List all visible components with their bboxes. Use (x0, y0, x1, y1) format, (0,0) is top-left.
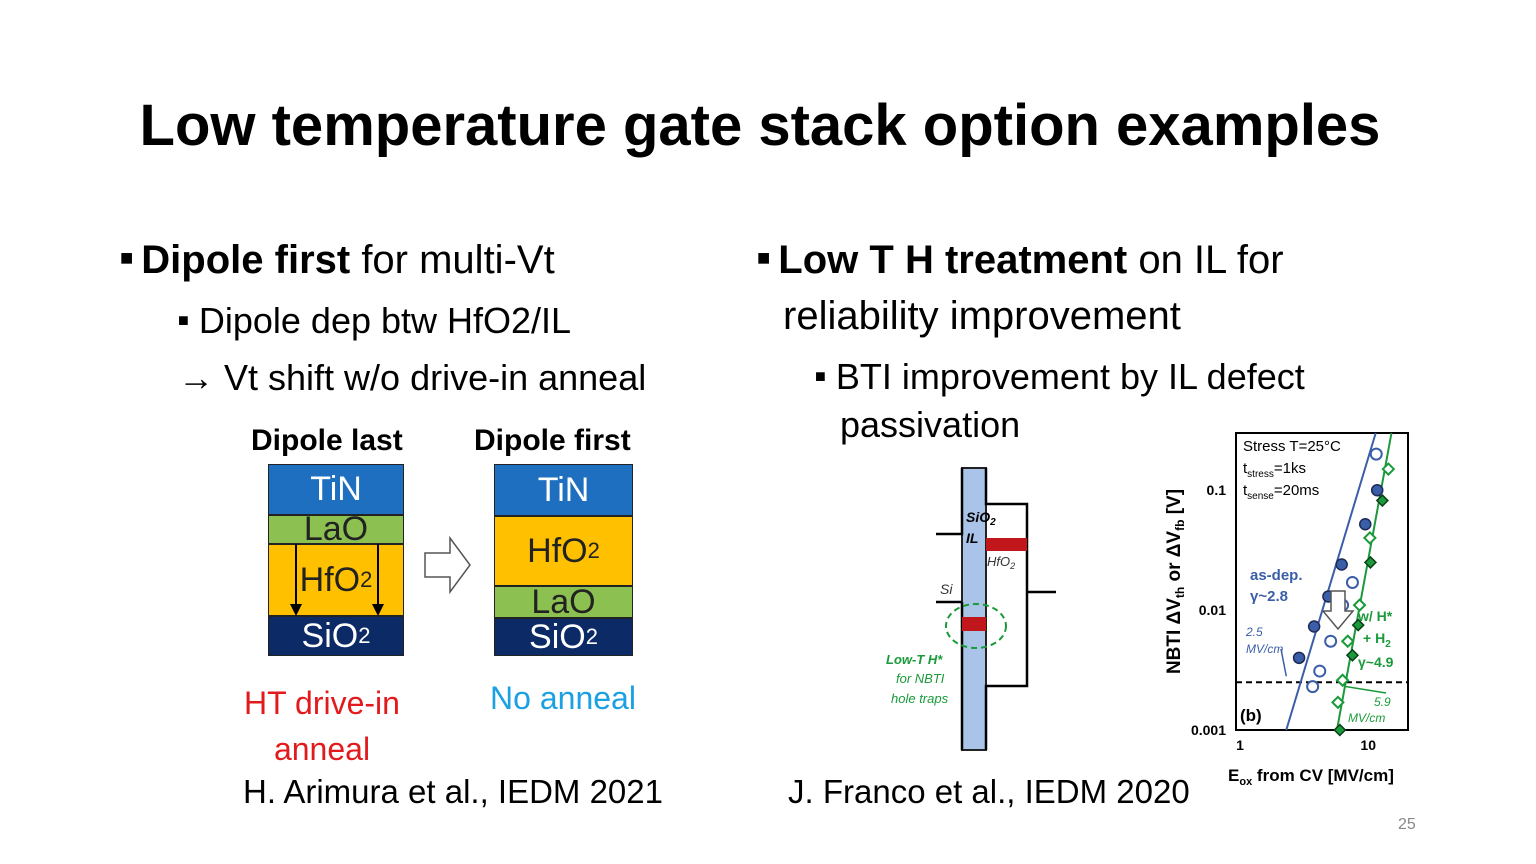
caption-ht-anneal: HT drive-in anneal (244, 685, 400, 767)
x-tick-label: 10 (1360, 737, 1376, 753)
header-dipole-first: Dipole first (474, 424, 631, 457)
right-bullet-bold: Low T H treatment (778, 238, 1128, 282)
data-point (1335, 673, 1350, 688)
data-point (1363, 555, 1378, 569)
plot-frame (1235, 432, 1409, 731)
layer-tin: TiN (494, 464, 633, 516)
y-tick-label: 0.001 (1191, 722, 1226, 738)
header-dipole-last: Dipole last (251, 424, 403, 457)
annotation-e-green: 5.9 (1374, 695, 1391, 709)
data-point (1369, 447, 1383, 461)
right-bullet: ■ Low T H treatment on IL for (757, 238, 1284, 283)
reference-left: H. Arimura et al., IEDM 2021 (243, 773, 663, 810)
annotation-wh: w/ H* (1357, 608, 1393, 624)
svg-text:for NBTI: for NBTI (896, 671, 945, 686)
data-point (1333, 723, 1347, 737)
left-bullet-bold: Dipole first (141, 238, 351, 282)
right-sub1: ■ BTI improvement by IL defect (815, 356, 1305, 398)
x-tick-label: 1 (1236, 737, 1244, 753)
data-point (1345, 575, 1359, 589)
data-point (1335, 558, 1348, 571)
data-point (1330, 695, 1345, 710)
annotation-asdep: as-dep. (1250, 567, 1303, 584)
right-bullet-line2: reliability improvement (783, 294, 1181, 338)
right-sub1-line2: passivation (840, 404, 1021, 445)
data-point (1359, 518, 1372, 531)
left-sub1-text: Dipole dep btw HfO2/IL (198, 300, 572, 341)
left-bullet-rest: for multi-Vt (350, 238, 555, 282)
y-axis-label: NBTI ΔVth or ΔVfb [V] (1164, 489, 1187, 674)
band-diagram: SiO2 IL HfO2 Si Low-T H* for NBTI hole t… (886, 467, 1056, 751)
panel-label: (b) (1240, 706, 1262, 725)
layer-lao: LaO (268, 510, 404, 548)
fit-line (1285, 432, 1377, 731)
data-point (1292, 651, 1306, 665)
page-number: 25 (1398, 816, 1416, 833)
data-point (1340, 634, 1355, 649)
bullet-square-icon: ■ (815, 366, 826, 386)
annotation-e-green-unit: MV/cm (1348, 711, 1385, 725)
data-point (1345, 648, 1360, 662)
data-point (1313, 664, 1327, 678)
pointer-arrow (1280, 648, 1288, 677)
right-sub1-text: BTI improvement by IL defect (835, 356, 1305, 397)
left-sub2: → Vt shift w/o drive-in anneal (178, 357, 647, 398)
diffusion-arrows-icon (290, 544, 384, 616)
bullet-square-icon: ■ (757, 245, 771, 270)
il-trap-bar (962, 617, 986, 631)
svg-text:HfO2: HfO2 (987, 554, 1015, 571)
x-axis-label: Eox from CV [MV/cm] (1228, 766, 1394, 788)
left-sub1: ■ Dipole dep btw HfO2/IL (178, 300, 571, 342)
trap-circle (945, 603, 1007, 649)
bullet-square-icon: ■ (178, 310, 189, 330)
annotation-gamma-blue: γ~2.8 (1250, 588, 1288, 605)
annotation-e-blue: 2.5 (1245, 625, 1263, 639)
data-point (1306, 680, 1320, 694)
bullet-square-icon: ■ (120, 245, 134, 270)
layer-lao: LaO (494, 583, 633, 621)
svg-text:Si: Si (940, 581, 953, 597)
svg-text:SiO2: SiO2 (966, 509, 996, 528)
data-point (1370, 483, 1384, 497)
annotation-stress-t: Stress T=25°C (1243, 438, 1341, 455)
fit-line (1335, 432, 1393, 731)
annotation-t-stress: tstress=1ks (1243, 460, 1306, 480)
svg-text:hole traps: hole traps (891, 691, 949, 706)
annotation-plus-h2: + H2 (1363, 630, 1391, 650)
y-tick-label: 0.01 (1199, 602, 1226, 618)
data-point (1362, 531, 1377, 545)
data-point (1381, 462, 1396, 477)
left-bullet: ■ Dipole first for multi-Vt (120, 238, 555, 283)
data-point (1352, 598, 1367, 613)
slide-title: Low temperature gate stack option exampl… (139, 93, 1381, 158)
caption-no-anneal: No anneal (490, 680, 636, 716)
y-tick-label: 0.1 (1207, 482, 1227, 498)
right-arrow-icon (424, 536, 471, 594)
pointer-arrow (1343, 685, 1387, 694)
data-point (1324, 634, 1338, 648)
layer-tin: TiN (268, 464, 404, 515)
data-point (1307, 620, 1321, 633)
svg-text:IL: IL (966, 530, 978, 546)
reference-right: J. Franco et al., IEDM 2020 (788, 773, 1190, 810)
hfo2-trap-bar (986, 538, 1027, 551)
annotation-e-blue-unit: MV/cm (1246, 642, 1283, 656)
shift-arrow-icon (1321, 590, 1355, 631)
annotation-t-sense: tsense=20ms (1243, 482, 1319, 502)
right-bullet-rest: on IL for (1127, 238, 1284, 282)
data-point (1351, 618, 1365, 632)
data-point (1375, 493, 1389, 508)
svg-text:Low-T H*: Low-T H* (886, 652, 943, 667)
annotation-gamma-green: γ~4.9 (1358, 654, 1394, 670)
